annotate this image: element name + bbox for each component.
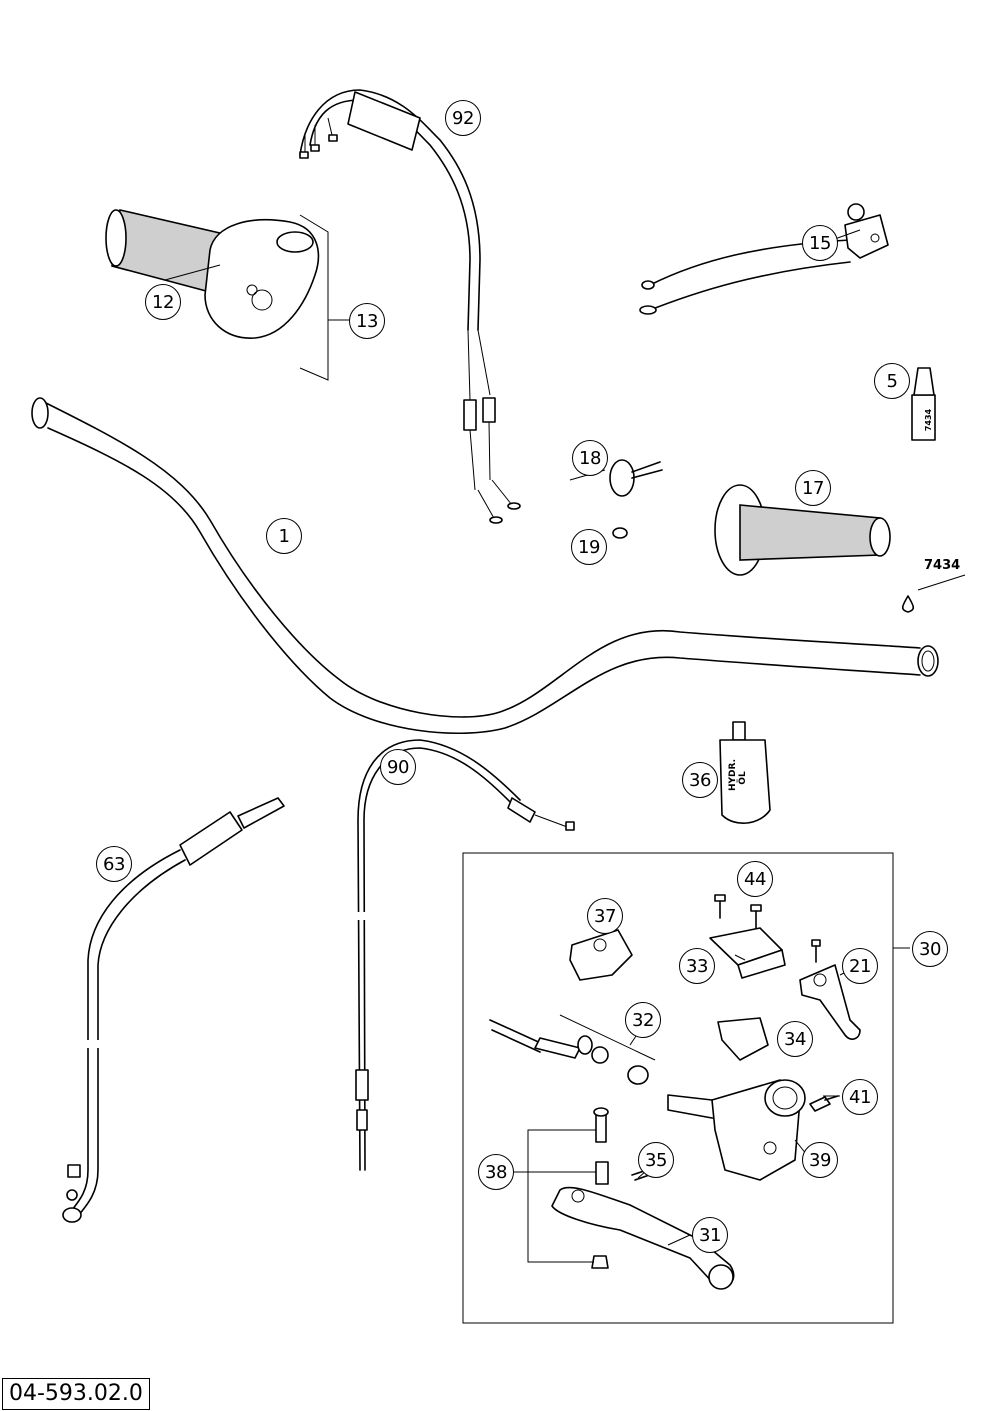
piston-assembly [489,1014,656,1085]
callout-36: 36 [682,762,718,798]
callout-34: 34 [777,1021,813,1057]
callout-44: 44 [737,861,773,897]
callout-15: 15 [802,225,838,261]
callout-63: 63 [96,846,132,882]
reservoir-cover [709,927,786,979]
callout-92: 92 [445,100,481,136]
handlebar [31,397,939,735]
callout-12: 12 [145,284,181,320]
throttle-cables [299,89,521,524]
oil-bottle-text-line1: HYDR. [728,759,738,791]
callout-5: 5 [874,363,910,399]
callout-33: 33 [679,948,715,984]
callout-35: 35 [638,1142,674,1178]
clutch-cable [352,739,575,1171]
loctite-tube: 7434 [911,367,936,441]
loctite-tube-text: 7434 [924,408,933,431]
cable-tie [609,459,663,497]
callout-32: 32 [625,1002,661,1038]
callout-18: 18 [572,440,608,476]
hex-nut-small [612,527,628,539]
left-grip [714,484,891,576]
clamp [569,929,633,981]
pivot-set [527,1107,609,1269]
loctite-code-label: 7434 [924,558,961,573]
brake-lever [551,1186,735,1290]
callout-41: 41 [842,1079,878,1115]
callout-90: 90 [380,749,416,785]
callout-39: 39 [802,1142,838,1178]
callout-1: 1 [266,518,302,554]
callout-13: 13 [349,303,385,339]
callout-19: 19 [571,529,607,565]
hot-start-cable [62,797,285,1223]
bleed-screw [809,1095,839,1112]
master-cylinder-frame [462,852,910,1324]
clamp-piece [717,1017,769,1061]
callout-38: 38 [478,1154,514,1190]
kill-switch [639,203,889,315]
callout-21: 21 [842,948,878,984]
callout-17: 17 [795,470,831,506]
screws [714,894,762,929]
throttle-housing [204,214,350,381]
adjuster-lever [799,939,861,1040]
drawing-number: 04-593.02.0 [2,1378,150,1410]
loctite-drop [901,574,966,613]
callout-31: 31 [692,1217,728,1253]
callout-30: 30 [912,931,948,967]
master-cylinder-body [667,1079,806,1181]
oil-bottle-text-line2: ÖL [737,771,748,785]
callout-37: 37 [587,898,623,934]
hydraulic-oil-bottle: HYDR. ÖL [719,721,771,824]
